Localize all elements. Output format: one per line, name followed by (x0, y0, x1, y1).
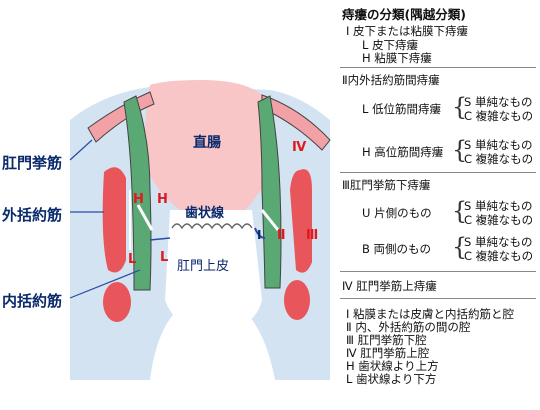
type3-label: Ⅲ肛門挙筋下痔瘻 (342, 178, 431, 192)
brace-icon: { (452, 93, 468, 121)
type3-group2-label: B 両側のもの (362, 242, 432, 256)
divider-1 (340, 67, 536, 68)
levator-ani-label: 肛門挙筋 (2, 154, 63, 172)
dentate-line-label: 歯状線 (185, 206, 225, 221)
classification-title: 痔瘻の分類(隅越分類) (342, 7, 466, 22)
right-levator-muscle (261, 94, 331, 151)
brace-icon: { (452, 136, 468, 164)
external-sphincter-label: 外括約筋 (2, 206, 63, 224)
rectum-label: 直腸 (193, 135, 221, 151)
divider-2 (340, 172, 536, 173)
legend-item: L 歯状線より下方 (346, 372, 437, 386)
dentate-line-shape (171, 223, 253, 230)
type1-label: Ⅰ 皮下または粘膜下痔瘻 (346, 24, 469, 38)
marker-h-right: H (157, 192, 168, 207)
type2-group1-opt-c: C 複雑なもの (464, 109, 534, 123)
marker-ii: Ⅱ (277, 228, 286, 243)
type2-group2-label: H 高位筋間痔瘻 (362, 145, 444, 159)
type3-group1-label: U 片側のもの (362, 206, 432, 220)
pointer-dentate (149, 237, 171, 241)
legend-item: Ⅲ 肛門挙筋下腔 (346, 333, 427, 347)
type1-sub-h: H 粘膜下痔瘻 (362, 51, 432, 65)
marker-l-right: L (160, 250, 169, 265)
pointer-internal (69, 269, 141, 299)
type3-group2-opt-c: C 複雑なもの (464, 249, 534, 263)
anal-anatomy-diagram (69, 80, 331, 380)
type1-sub-l: L 皮下痔瘻 (362, 38, 419, 52)
type3-group1-opt-s: S 単純なもの (464, 199, 533, 213)
type4-label: Ⅳ 肛門挙筋上痔瘻 (342, 279, 437, 293)
right-fistula-marker (254, 227, 266, 239)
left-internal-sphincter (123, 95, 152, 291)
left-lower-external-sphincter (103, 282, 131, 322)
marker-l-left: L (128, 252, 137, 267)
legend-item: Ⅳ 肛門挙筋上腔 (346, 346, 430, 360)
pointer-levator (69, 139, 93, 161)
marker-iii: Ⅲ (306, 228, 319, 243)
legend-item: Ⅱ 内、外括約筋の間の腔 (346, 320, 471, 334)
anal-opening (150, 295, 275, 380)
type3-group2-opt-s: S 単純なもの (464, 235, 533, 249)
anoderm-label: 肛門上皮 (177, 259, 230, 274)
fistula-tract-right (260, 209, 280, 231)
right-external-sphincter (290, 169, 312, 273)
rectum-area (145, 80, 273, 210)
type2-group2-opt-s: S 単純なもの (464, 138, 533, 152)
right-lower-external-sphincter (284, 280, 310, 320)
right-internal-sphincter (257, 95, 282, 289)
left-external-sphincter (102, 167, 126, 273)
divider-4 (340, 298, 536, 299)
type2-group2-opt-c: C 複雑なもの (464, 152, 534, 166)
marker-h-left: H (133, 192, 144, 207)
fistula-tract-left-h (136, 204, 154, 231)
legend-item: H 歯状線より上方 (346, 359, 439, 373)
brace-icon: { (452, 197, 468, 225)
type3-group1-opt-c: C 複雑なもの (464, 213, 534, 227)
marker-iv: Ⅳ (292, 140, 307, 155)
internal-sphincter-label: 内括約筋 (2, 292, 63, 310)
legend-item: Ⅰ 粘膜または皮膚と内括約筋と腔 (346, 307, 515, 321)
brace-icon: { (452, 233, 468, 261)
anal-canal (165, 210, 262, 330)
type2-label: Ⅱ内外括約筋間痔瘻 (342, 73, 440, 87)
type2-group1-label: L 低位筋間痔瘻 (362, 102, 442, 116)
type2-group1-opt-s: S 単純なもの (464, 95, 533, 109)
marker-i: Ⅰ (257, 228, 262, 242)
divider-3 (340, 271, 536, 272)
